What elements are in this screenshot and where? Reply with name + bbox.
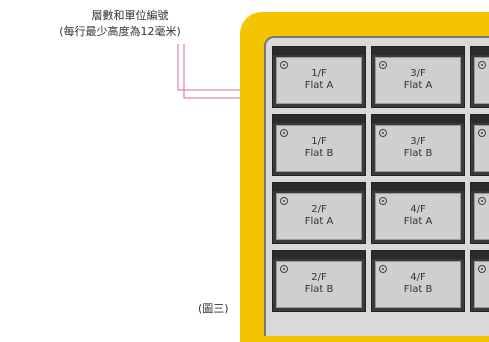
figure-label: (圖三) <box>198 302 229 315</box>
mailbox: 4/F Flat A <box>371 182 465 244</box>
keyhole-icon <box>280 197 288 205</box>
mailbox-slot <box>471 183 489 191</box>
keyhole-icon <box>379 129 387 137</box>
mailbox-label: 4/F Flat B <box>376 272 460 296</box>
keyhole-icon <box>478 61 486 69</box>
mailbox-door <box>474 261 489 308</box>
mailbox-label: 3/F Flat B <box>376 136 460 160</box>
mailbox-door: 4/F Flat B <box>375 261 461 308</box>
mailbox: 3/F Flat A <box>371 46 465 108</box>
keyhole-icon <box>379 197 387 205</box>
mailbox-slot <box>372 183 464 191</box>
flat-number: Flat B <box>403 284 433 295</box>
mailbox: 2/F Flat A <box>272 182 366 244</box>
flat-number: Flat A <box>403 216 433 227</box>
mailbox-slot <box>273 47 365 55</box>
mailbox <box>470 250 489 312</box>
mailbox-door: 3/F Flat B <box>375 125 461 172</box>
floor-number: 2/F <box>311 272 327 283</box>
floor-number: 3/F <box>410 68 426 79</box>
mailbox-slot <box>471 115 489 123</box>
flat-number: Flat B <box>304 284 334 295</box>
keyhole-icon <box>379 265 387 273</box>
mailbox-label: 1/F Flat A <box>277 68 361 92</box>
mailbox-slot <box>273 115 365 123</box>
mailbox <box>470 114 489 176</box>
mailbox-grid: 1/F Flat A 3/F Flat A <box>272 46 489 312</box>
floor-number: 4/F <box>410 272 426 283</box>
mailbox-door: 4/F Flat A <box>375 193 461 240</box>
mailbox-label: 3/F Flat A <box>376 68 460 92</box>
mailbox-slot <box>372 115 464 123</box>
floor-number: 1/F <box>311 136 327 147</box>
keyhole-icon <box>478 197 486 205</box>
mailbox <box>470 46 489 108</box>
mailbox: 3/F Flat B <box>371 114 465 176</box>
mailbox-slot <box>471 47 489 55</box>
floor-number: 2/F <box>311 204 327 215</box>
floor-number: 3/F <box>410 136 426 147</box>
mailbox-label: 2/F Flat A <box>277 204 361 228</box>
mailbox: 2/F Flat B <box>272 250 366 312</box>
mailbox-slot <box>273 183 365 191</box>
mailbox: 1/F Flat B <box>272 114 366 176</box>
mailbox <box>470 182 489 244</box>
keyhole-icon <box>280 265 288 273</box>
flat-number: Flat A <box>403 80 433 91</box>
flat-number: Flat A <box>304 216 334 227</box>
floor-number: 4/F <box>410 204 426 215</box>
mailbox-door <box>474 125 489 172</box>
mailbox: 4/F Flat B <box>371 250 465 312</box>
mailbox-door <box>474 193 489 240</box>
mailbox-slot <box>273 251 365 259</box>
flat-number: Flat A <box>304 80 334 91</box>
mailbox-slot <box>471 251 489 259</box>
keyhole-icon <box>280 129 288 137</box>
keyhole-icon <box>280 61 288 69</box>
keyhole-icon <box>478 265 486 273</box>
mailbox-door: 1/F Flat A <box>276 57 362 104</box>
flat-number: Flat B <box>304 148 334 159</box>
annotation-subtitle: (每行最少高度為12毫米) <box>59 25 181 38</box>
mailbox-label: 2/F Flat B <box>277 272 361 296</box>
mailbox-door <box>474 57 489 104</box>
mailbox-cabinet: 1/F Flat A 3/F Flat A <box>264 36 489 336</box>
mailbox-slot <box>372 47 464 55</box>
keyhole-icon <box>478 129 486 137</box>
mailbox-label: 1/F Flat B <box>277 136 361 160</box>
mailbox-slot <box>372 251 464 259</box>
mailbox-door: 2/F Flat B <box>276 261 362 308</box>
mailbox-door: 3/F Flat A <box>375 57 461 104</box>
mailbox-door: 2/F Flat A <box>276 193 362 240</box>
mailbox-door: 1/F Flat B <box>276 125 362 172</box>
mailbox: 1/F Flat A <box>272 46 366 108</box>
flat-number: Flat B <box>403 148 433 159</box>
floor-number: 1/F <box>311 68 327 79</box>
mailbox-label: 4/F Flat A <box>376 204 460 228</box>
keyhole-icon <box>379 61 387 69</box>
annotation-callout: 層數和單位編號 (每行最少高度為12毫米) <box>0 8 240 40</box>
annotation-title: 層數和單位編號 <box>91 9 169 22</box>
